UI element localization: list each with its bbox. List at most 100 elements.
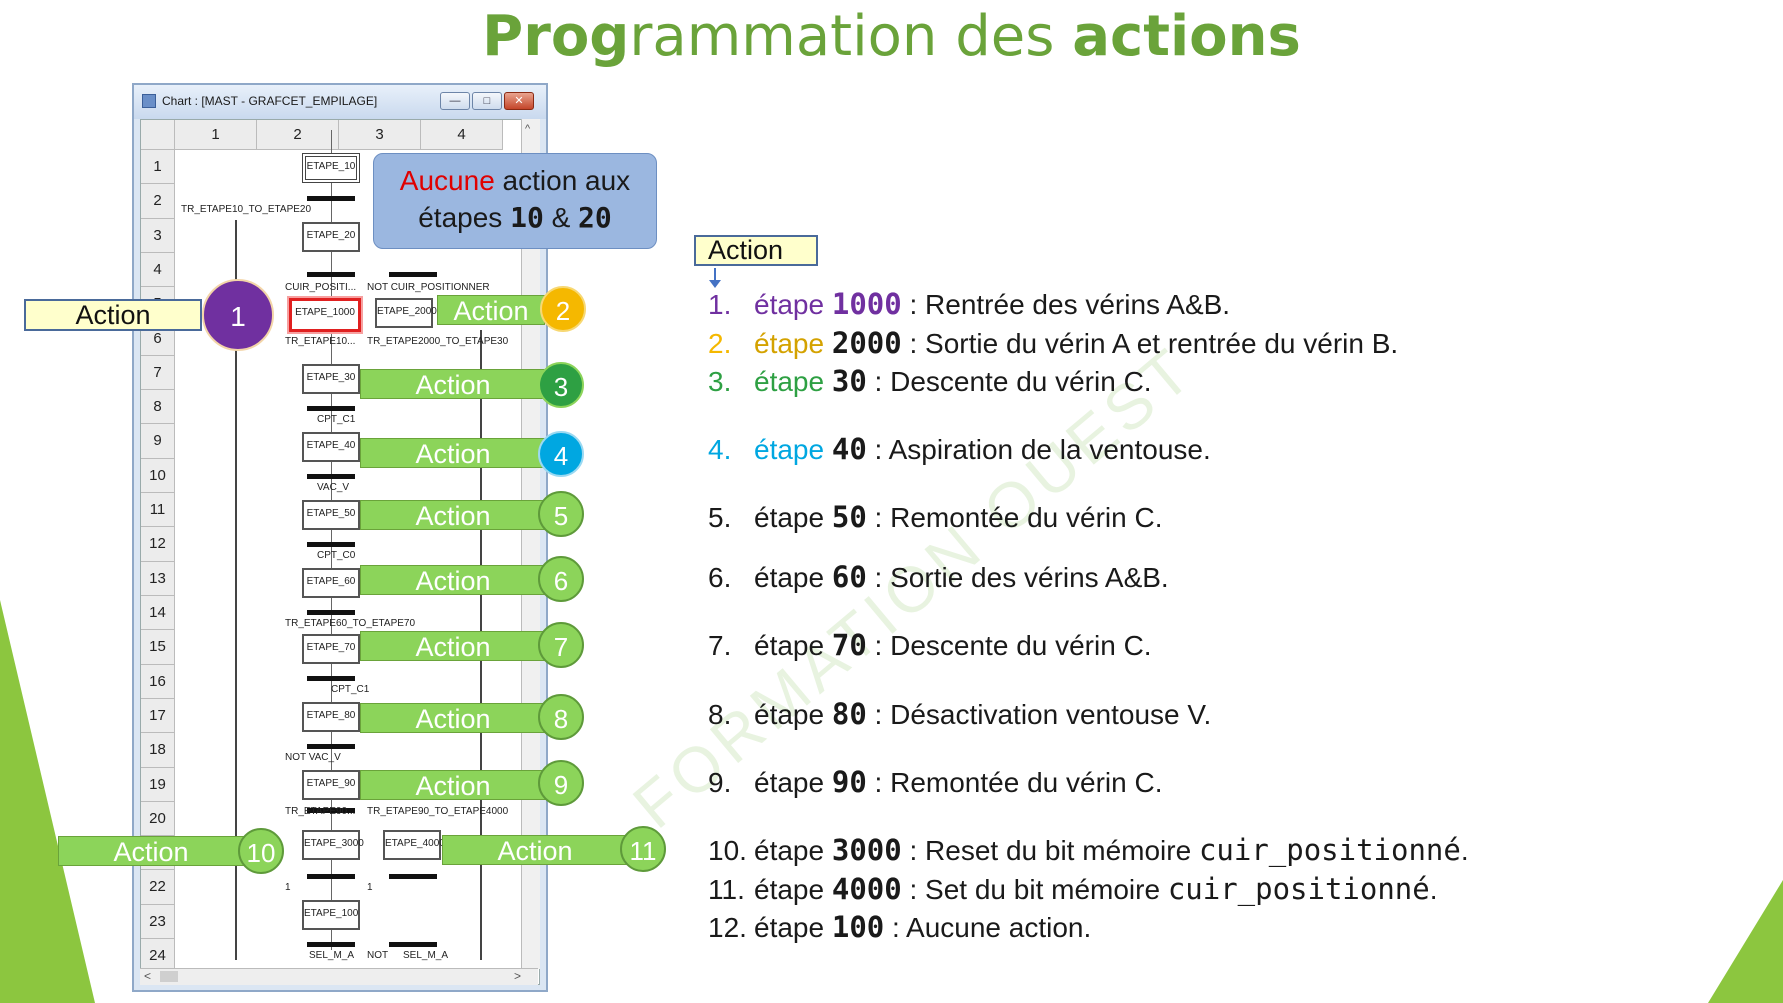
transition-label: CPT_C1 [331, 684, 370, 695]
transition-bar [307, 874, 355, 879]
row-header: 11 [141, 493, 175, 528]
row-header: 17 [141, 698, 175, 734]
list-item-3: 3.étape 30 : Descente du vérin C. [708, 364, 1152, 398]
list-item-2: 2.étape 2000 : Sortie du vérin A et rent… [708, 326, 1399, 360]
step-etape-100[interactable]: ETAPE_100 [302, 900, 360, 930]
step-etape-4000[interactable]: ETAPE_4000 [383, 830, 445, 860]
action-number-1: 1 [202, 279, 274, 351]
step-etape-80[interactable]: ETAPE_80 [302, 702, 360, 732]
minimize-button[interactable]: — [440, 92, 470, 110]
transition-bar [389, 874, 437, 879]
transition-bar [389, 272, 437, 277]
step-etape-90[interactable]: ETAPE_90 [302, 770, 360, 800]
row-header: 15 [141, 630, 175, 665]
transition-bar [307, 272, 355, 277]
transition-bar [307, 406, 355, 411]
row-header: 3 [141, 218, 175, 253]
action-tag-10: Action [58, 836, 244, 867]
action-number-9: 9 [538, 760, 584, 806]
sequence-line [235, 220, 237, 960]
legend-action-box: Action [694, 235, 818, 266]
step-etape-40[interactable]: ETAPE_40 [302, 432, 360, 462]
transition-label: 1 [367, 882, 373, 893]
legend-arrow-icon [714, 268, 716, 282]
transition-bar [307, 676, 355, 681]
action-number-4: 4 [538, 431, 584, 477]
step-etape-20[interactable]: ETAPE_20 [302, 222, 360, 252]
action-number-5: 5 [538, 491, 584, 537]
horizontal-scrollbar[interactable]: < > [140, 968, 538, 985]
action-tag-3: Action [360, 369, 546, 400]
scroll-right-icon[interactable]: > [514, 969, 522, 983]
action-tag-6: Action [360, 565, 546, 596]
row-header: 20 [141, 801, 175, 837]
row-header: 24 [141, 939, 175, 974]
row-header: 16 [141, 664, 175, 699]
transition-label: TR_ETAPE60_TO_ETAPE70 [285, 618, 416, 629]
page-title: Programmation des actions [482, 4, 1301, 69]
transition-bar [307, 474, 355, 479]
step-etape-60[interactable]: ETAPE_60 [302, 568, 360, 598]
transition-label: TR_ETAPE10_TO_ETAPE20 [181, 204, 312, 215]
window-title-bar[interactable]: Chart : [MAST - GRAFCET_EMPILAGE] — □ ✕ [134, 85, 546, 119]
close-button[interactable]: ✕ [504, 92, 534, 110]
step-etape-3000[interactable]: ETAPE_3000 [302, 830, 364, 860]
action-tag-2: Action [437, 295, 545, 326]
transition-label: NOT VAC_V [285, 752, 341, 763]
list-item-5: 5.étape 50 : Remontée du vérin C. [708, 500, 1163, 534]
row-header: 7 [141, 355, 175, 391]
vertical-scrollbar[interactable]: ^ [521, 119, 540, 969]
list-item-6: 6.étape 60 : Sortie des vérins A&B. [708, 560, 1169, 594]
action-number-11: 11 [620, 826, 666, 872]
callout-line-1: Aucune action aux [399, 165, 631, 196]
row-header: 18 [141, 733, 175, 768]
list-item-4: 4.étape 40 : Aspiration de la ventouse. [708, 432, 1211, 466]
scroll-left-icon[interactable]: < [144, 969, 152, 983]
step-etape-1000[interactable]: ETAPE_1000 [289, 298, 361, 332]
corner-header [141, 120, 175, 150]
scroll-up-icon[interactable]: ^ [525, 123, 531, 135]
action-tag-5: Action [360, 500, 546, 531]
transition-label: VAC_V [317, 482, 350, 493]
transition-label: NOT CUIR_POSITIONNER [367, 282, 490, 293]
list-item-7: 7.étape 70 : Descente du vérin C. [708, 628, 1152, 662]
row-header: 19 [141, 767, 175, 802]
transition-label: TR_ETAPE10... [285, 336, 356, 347]
row-header: 8 [141, 390, 175, 425]
window-title: Chart : [MAST - GRAFCET_EMPILAGE] [162, 94, 378, 108]
transition-bar [307, 610, 355, 615]
transition-bar [307, 942, 355, 947]
row-header: 2 [141, 184, 175, 219]
scroll-thumb[interactable] [160, 971, 178, 982]
action-tag-7: Action [360, 631, 546, 662]
action-tag-1: Action [24, 299, 202, 331]
maximize-button[interactable]: □ [472, 92, 502, 110]
transition-label: 1 [285, 882, 291, 893]
row-header: 10 [141, 458, 175, 494]
action-tag-9: Action [360, 770, 546, 801]
action-tag-11: Action [442, 835, 628, 866]
action-tag-4: Action [360, 438, 546, 469]
step-etape-50[interactable]: ETAPE_50 [302, 500, 360, 530]
step-etape-70[interactable]: ETAPE_70 [302, 634, 360, 664]
chart-app-icon [142, 94, 156, 108]
list-item-11: 11.étape 4000 : Set du bit mémoire cuir_… [708, 872, 1438, 906]
column-header: 3 [339, 120, 421, 150]
transition-bar [307, 542, 355, 547]
action-tag-8: Action [360, 703, 546, 734]
step-etape-30[interactable]: ETAPE_30 [302, 364, 360, 394]
row-header: 9 [141, 424, 175, 459]
corner-decoration-left [0, 600, 95, 1003]
transition-bar [307, 744, 355, 749]
row-header: 14 [141, 596, 175, 631]
callout-line-2: étapes 10 & 20 [418, 201, 612, 234]
row-header: 1 [141, 150, 175, 185]
step-etape-2000[interactable]: ETAPE_2000 [375, 298, 437, 328]
column-header: 2 [257, 120, 339, 150]
list-item-1: 1.étape 1000 : Rentrée des vérins A&B. [708, 287, 1231, 321]
sequence-line [331, 130, 332, 950]
step-etape-10[interactable]: ETAPE_10 [302, 153, 360, 183]
row-header: 4 [141, 252, 175, 288]
transition-bar [389, 942, 437, 947]
row-header: 12 [141, 527, 175, 562]
